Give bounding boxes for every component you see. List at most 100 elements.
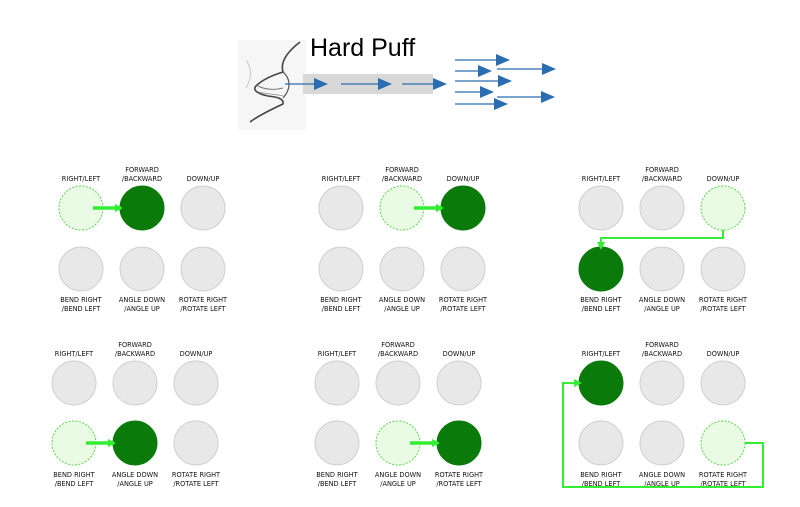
bend-label: /BEND LEFT: [318, 480, 358, 488]
forward-backward-label: FORWARD: [125, 166, 159, 174]
rotate-label: ROTATE RIGHT: [699, 296, 748, 304]
forward-backward-label: FORWARD: [118, 341, 152, 349]
angle-label: ANGLE DOWN: [375, 471, 421, 479]
rotate-circle-inactive: [440, 246, 486, 292]
angle-label: ANGLE DOWN: [379, 296, 425, 304]
panel-2: RIGHT/LEFT FORWARD/BACKWARD DOWN/UP BEND RI…: [318, 166, 488, 313]
bend-label: /BEND LEFT: [322, 305, 362, 313]
down-up-label: DOWN/UP: [447, 175, 480, 183]
bend-label: /BEND LEFT: [55, 480, 95, 488]
right-left-circle-inactive: [578, 185, 624, 231]
transition-arrow: [597, 230, 724, 250]
angle-circle-target: [112, 420, 158, 466]
diagram-title: Hard Puff: [310, 34, 415, 62]
right-left-circle-inactive: [318, 185, 364, 231]
bend-label: BEND RIGHT: [320, 296, 362, 304]
rotate-label: /ROTATE LEFT: [436, 480, 482, 488]
down-up-circle-inactive: [173, 360, 219, 406]
forward-backward-label: FORWARD: [645, 166, 679, 174]
forward-backward-label: FORWARD: [381, 341, 415, 349]
panel-4: RIGHT/LEFT FORWARD/BACKWARD DOWN/UP BEND RI…: [51, 341, 221, 488]
right-left-label: RIGHT/LEFT: [55, 350, 94, 358]
down-up-label: DOWN/UP: [187, 175, 220, 183]
rotate-label: ROTATE RIGHT: [439, 296, 488, 304]
forward-backward-label: /BACKWARD: [382, 175, 422, 183]
bend-circle-inactive: [58, 246, 104, 292]
angle-label: /ANGLE UP: [644, 305, 680, 313]
angle-label: /ANGLE UP: [124, 305, 160, 313]
air-flow-arrows: [285, 54, 556, 110]
bend-label: BEND RIGHT: [60, 296, 102, 304]
forward-backward-label: /BACKWARD: [378, 350, 418, 358]
header: Hard Puff: [238, 34, 556, 130]
bend-circle-inactive: [314, 420, 360, 466]
rotate-label: /ROTATE LEFT: [180, 305, 226, 313]
angle-label: /ANGLE UP: [644, 480, 680, 488]
rotate-label: ROTATE RIGHT: [699, 471, 748, 479]
right-left-circle-inactive: [51, 360, 97, 406]
down-up-label: DOWN/UP: [180, 350, 213, 358]
down-up-label: DOWN/UP: [707, 350, 740, 358]
down-up-circle-source: [700, 185, 746, 231]
down-up-circle-inactive: [436, 360, 482, 406]
rotate-circle-inactive: [700, 246, 746, 292]
bend-circle-inactive: [318, 246, 364, 292]
right-left-circle-target: [578, 360, 624, 406]
rotate-label: ROTATE RIGHT: [172, 471, 221, 479]
bend-label: BEND RIGHT: [53, 471, 95, 479]
down-up-label: DOWN/UP: [443, 350, 476, 358]
forward-backward-circle-target: [119, 185, 165, 231]
rotate-circle-inactive: [173, 420, 219, 466]
right-left-label: RIGHT/LEFT: [582, 175, 621, 183]
right-left-label: RIGHT/LEFT: [322, 175, 361, 183]
rotate-label: /ROTATE LEFT: [440, 305, 486, 313]
right-left-label: RIGHT/LEFT: [582, 350, 621, 358]
bend-label: BEND RIGHT: [580, 296, 622, 304]
panel-6: RIGHT/LEFT FORWARD/BACKWARD DOWN/UP BEND RI…: [562, 341, 764, 488]
forward-backward-label: FORWARD: [385, 166, 419, 174]
bend-label: BEND RIGHT: [580, 471, 622, 479]
angle-label: ANGLE DOWN: [639, 471, 685, 479]
forward-backward-circle-inactive: [639, 185, 685, 231]
forward-backward-circle-inactive: [375, 360, 421, 406]
bend-label: /BEND LEFT: [582, 480, 622, 488]
lips-illustration: [238, 40, 306, 130]
bend-circle-inactive: [578, 420, 624, 466]
forward-backward-label: /BACKWARD: [115, 350, 155, 358]
rotate-label: ROTATE RIGHT: [435, 471, 484, 479]
angle-label: /ANGLE UP: [117, 480, 153, 488]
angle-label: ANGLE DOWN: [112, 471, 158, 479]
angle-circle-inactive: [119, 246, 165, 292]
panel-5: RIGHT/LEFT FORWARD/BACKWARD DOWN/UP BEND RI…: [314, 341, 484, 488]
panel-3: RIGHT/LEFT FORWARD/BACKWARD DOWN/UP BEND RI…: [578, 166, 748, 313]
angle-circle-inactive: [379, 246, 425, 292]
forward-backward-label: FORWARD: [645, 341, 679, 349]
bend-label: BEND RIGHT: [316, 471, 358, 479]
bend-circle-target: [578, 246, 624, 292]
rotate-circle-target: [436, 420, 482, 466]
rotate-circle-inactive: [180, 246, 226, 292]
angle-circle-inactive: [639, 420, 685, 466]
forward-backward-circle-inactive: [112, 360, 158, 406]
down-up-circle-target: [440, 185, 486, 231]
bend-label: /BEND LEFT: [62, 305, 102, 313]
angle-label: ANGLE DOWN: [639, 296, 685, 304]
angle-label: ANGLE DOWN: [119, 296, 165, 304]
forward-backward-label: /BACKWARD: [642, 175, 682, 183]
down-up-circle-inactive: [180, 185, 226, 231]
right-left-label: RIGHT/LEFT: [318, 350, 357, 358]
forward-backward-circle-inactive: [639, 360, 685, 406]
rotate-label: /ROTATE LEFT: [700, 305, 746, 313]
rotate-label: /ROTATE LEFT: [173, 480, 219, 488]
right-left-circle-inactive: [314, 360, 360, 406]
rotate-circle-source: [700, 420, 746, 466]
panel-grid: RIGHT/LEFT FORWARD/BACKWARD DOWN/UP BEND RI…: [51, 166, 764, 488]
down-up-label: DOWN/UP: [707, 175, 740, 183]
down-up-circle-inactive: [700, 360, 746, 406]
angle-label: /ANGLE UP: [380, 480, 416, 488]
forward-backward-label: /BACKWARD: [642, 350, 682, 358]
right-left-label: RIGHT/LEFT: [62, 175, 101, 183]
rotate-label: /ROTATE LEFT: [700, 480, 746, 488]
